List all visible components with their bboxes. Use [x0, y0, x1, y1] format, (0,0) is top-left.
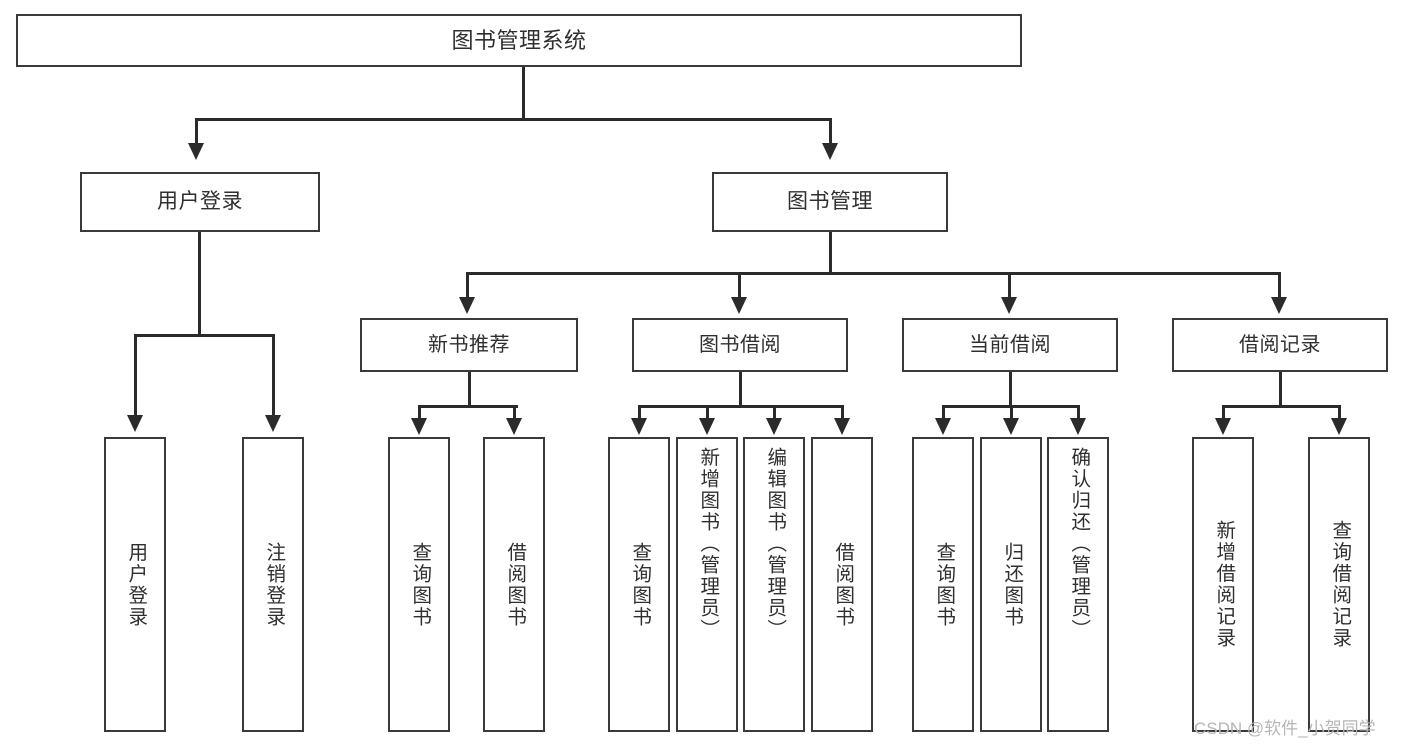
arrowhead-br-to-leaf-1	[1215, 418, 1231, 435]
node-label: 编辑图书（管理员）	[763, 447, 786, 641]
connector-br-to-leaf-2	[1338, 405, 1341, 420]
connector-user-login-bus	[134, 334, 272, 337]
node-label: 图书管理	[787, 189, 873, 213]
arrowhead-to-current-borrow	[1001, 297, 1017, 314]
connector-book-borrow-stem	[739, 372, 742, 407]
connector-book-borrow-bus	[638, 405, 843, 408]
node-borrow-record[interactable]: 借阅记录	[1172, 318, 1388, 372]
node-leaf-borrow-book-1[interactable]: 借阅图书	[483, 437, 545, 732]
node-book-management[interactable]: 图书管理	[712, 172, 948, 232]
arrowhead-bb-to-leaf-1	[631, 418, 647, 435]
node-label: 新书推荐	[428, 333, 510, 356]
arrowhead-cb-to-leaf-1	[935, 418, 951, 435]
node-label: 图书借阅	[699, 333, 781, 356]
connector-borrow-record-stem	[1279, 372, 1282, 407]
connector-to-borrow-record	[1278, 272, 1281, 299]
node-label: 借阅图书	[831, 541, 854, 628]
connector-book-management-stem	[829, 232, 832, 274]
connector-current-borrow-stem	[1009, 372, 1012, 407]
node-leaf-query-book-3[interactable]: 查询图书	[912, 437, 974, 732]
node-label: 当前借阅	[969, 333, 1051, 356]
node-label: 图书管理系统	[451, 27, 587, 53]
node-label: 用户登录	[124, 541, 147, 628]
connector-new-book-recommend-bus	[418, 405, 518, 408]
connector-borrow-record-bus	[1222, 405, 1340, 408]
connector-cb-to-leaf-2	[1010, 405, 1013, 420]
arrowhead-bb-to-leaf-2	[699, 418, 715, 435]
arrowhead-user-login-to-leaf-2	[265, 415, 281, 432]
node-leaf-add-record[interactable]: 新增借阅记录	[1192, 437, 1254, 732]
watermark-text: CSDN @软件_小贺同学	[1194, 719, 1376, 738]
node-label: 用户登录	[157, 189, 243, 213]
arrowhead-cb-to-leaf-2	[1003, 418, 1019, 435]
node-label: 查询图书	[408, 541, 431, 628]
arrowhead-cb-to-leaf-3	[1070, 418, 1086, 435]
node-label: 查询图书	[628, 541, 651, 628]
node-label: 借阅图书	[503, 541, 526, 628]
node-leaf-query-book-1[interactable]: 查询图书	[388, 437, 450, 732]
arrowhead-bb-to-leaf-4	[834, 418, 850, 435]
arrowhead-nbr-to-leaf-1	[411, 418, 427, 435]
arrowhead-root-to-user-login	[188, 143, 204, 160]
connector-root-to-book-management	[829, 118, 832, 145]
node-label: 查询借阅记录	[1328, 520, 1351, 649]
arrowhead-to-new-book-recommend	[459, 297, 475, 314]
arrowhead-to-book-borrow	[731, 297, 747, 314]
node-label: 归还图书	[1000, 541, 1023, 628]
arrowhead-br-to-leaf-2	[1331, 418, 1347, 435]
connector-user-login-stem	[198, 232, 201, 336]
connector-to-new-book-recommend	[466, 272, 469, 299]
arrowhead-nbr-to-leaf-2	[506, 418, 522, 435]
connector-new-book-recommend-stem	[468, 372, 471, 407]
arrowhead-bb-to-leaf-3	[766, 418, 782, 435]
connector-nbr-to-leaf-2	[513, 405, 516, 420]
node-leaf-logout-login[interactable]: 注销登录	[242, 437, 304, 732]
arrowhead-to-borrow-record	[1271, 297, 1287, 314]
connector-nbr-to-leaf-1	[418, 405, 421, 420]
node-user-login[interactable]: 用户登录	[80, 172, 320, 232]
connector-bb-to-leaf-2	[706, 405, 709, 420]
node-leaf-confirm-return[interactable]: 确认归还（管理员）	[1047, 437, 1109, 732]
node-leaf-query-record[interactable]: 查询借阅记录	[1308, 437, 1370, 732]
connector-root-to-user-login	[195, 118, 198, 145]
connector-to-book-borrow	[738, 272, 741, 299]
connector-bb-to-leaf-4	[841, 405, 844, 420]
node-book-borrow[interactable]: 图书借阅	[632, 318, 848, 372]
connector-user-login-to-leaf-2	[272, 334, 275, 417]
node-current-borrow[interactable]: 当前借阅	[902, 318, 1118, 372]
node-label: 查询图书	[932, 541, 955, 628]
connector-bb-to-leaf-1	[638, 405, 641, 420]
node-label: 新增借阅记录	[1212, 520, 1235, 649]
node-root-system[interactable]: 图书管理系统	[16, 14, 1022, 67]
connector-br-to-leaf-1	[1222, 405, 1225, 420]
node-label: 新增图书（管理员）	[696, 447, 719, 641]
connector-user-login-to-leaf-1	[134, 334, 137, 417]
arrowhead-user-login-to-leaf-1	[127, 415, 143, 432]
connector-level3-bus	[466, 272, 1280, 275]
connector-root-stem	[522, 67, 525, 119]
connector-bb-to-leaf-3	[773, 405, 776, 420]
node-new-book-recommend[interactable]: 新书推荐	[360, 318, 578, 372]
node-label: 注销登录	[262, 541, 285, 628]
connector-cb-to-leaf-1	[942, 405, 945, 420]
node-leaf-return-book[interactable]: 归还图书	[980, 437, 1042, 732]
node-label: 借阅记录	[1239, 333, 1321, 356]
arrowhead-root-to-book-management	[822, 143, 838, 160]
node-label: 确认归还（管理员）	[1067, 447, 1090, 641]
node-leaf-borrow-book-2[interactable]: 借阅图书	[811, 437, 873, 732]
connector-cb-to-leaf-3	[1077, 405, 1080, 420]
node-leaf-query-book-2[interactable]: 查询图书	[608, 437, 670, 732]
connector-root-bus	[195, 118, 832, 121]
node-leaf-user-login[interactable]: 用户登录	[104, 437, 166, 732]
connector-to-current-borrow	[1008, 272, 1011, 299]
node-leaf-add-book[interactable]: 新增图书（管理员）	[676, 437, 738, 732]
node-leaf-edit-book[interactable]: 编辑图书（管理员）	[743, 437, 805, 732]
